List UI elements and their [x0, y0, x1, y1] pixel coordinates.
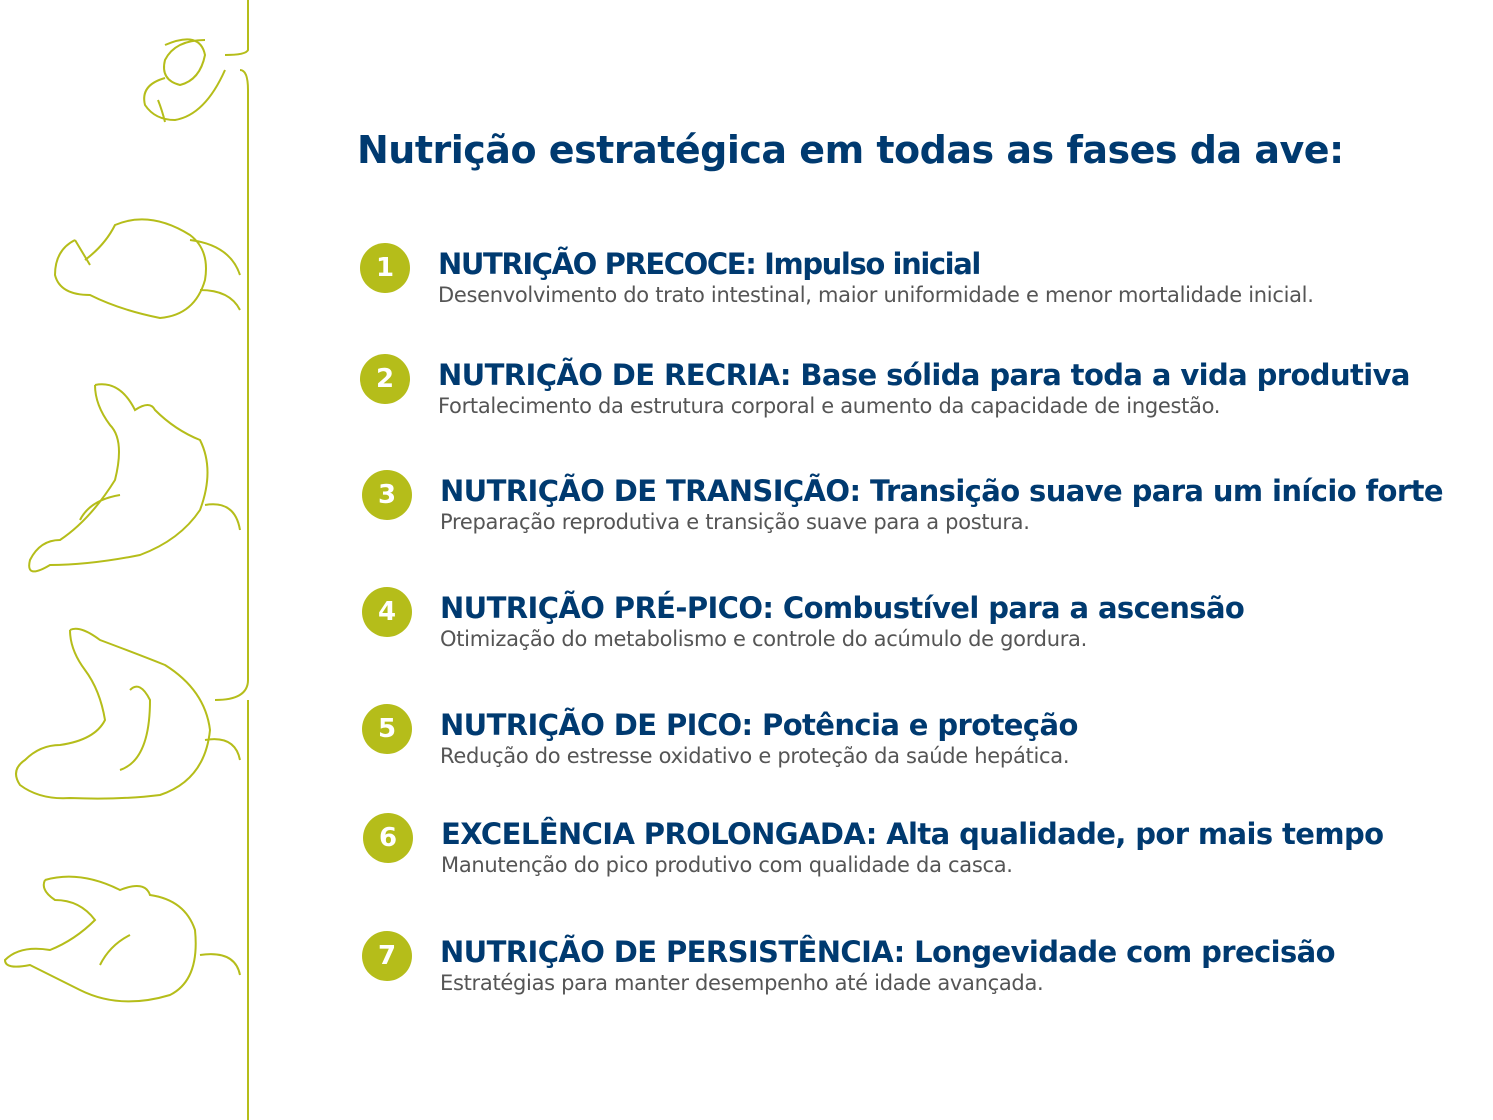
step-number-badge: 2 — [360, 354, 410, 404]
step-number-badge: 6 — [363, 813, 413, 863]
phase-heading: EXCELÊNCIA PROLONGADA: Alta qualidade, p… — [441, 817, 1384, 851]
phase-item-4: 4 NUTRIÇÃO PRÉ-PICO: Combustível para a … — [362, 587, 1493, 657]
phase-item-5: 5 NUTRIÇÃO DE PICO: Potência e proteção … — [362, 704, 1493, 774]
phase-item-3: 3 NUTRIÇÃO DE TRANSIÇÃO: Transição suave… — [362, 470, 1493, 540]
phase-heading: NUTRIÇÃO PRÉ-PICO: Combustível para a as… — [440, 591, 1245, 625]
phase-description: Estratégias para manter desempenho até i… — [440, 971, 1044, 995]
vertical-line — [214, 0, 249, 1120]
pullet-icon — [28, 383, 241, 573]
phase-description: Preparação reprodutiva e transição suave… — [440, 510, 1030, 534]
phase-item-2: 2 NUTRIÇÃO DE RECRIA: Base sólida para t… — [360, 354, 1493, 424]
step-number-badge: 4 — [362, 587, 412, 637]
phase-heading: NUTRIÇÃO DE RECRIA: Base sólida para tod… — [438, 358, 1410, 392]
page-title: Nutrição estratégica em todas as fases d… — [357, 128, 1344, 172]
phase-item-7: 7 NUTRIÇÃO DE PERSISTÊNCIA: Longevidade … — [362, 931, 1493, 1001]
phase-item-1: 1 NUTRIÇÃO PRECOCE: Impulso inicial Dese… — [360, 243, 1493, 313]
phase-heading: NUTRIÇÃO DE TRANSIÇÃO: Transição suave p… — [440, 474, 1444, 508]
step-number-badge: 7 — [362, 931, 412, 981]
laying-hen-icon — [15, 627, 241, 800]
phase-item-6: 6 EXCELÊNCIA PROLONGADA: Alta qualidade,… — [363, 813, 1493, 883]
phase-description: Desenvolvimento do trato intestinal, mai… — [438, 283, 1314, 307]
phase-heading: NUTRIÇÃO DE PERSISTÊNCIA: Longevidade co… — [440, 935, 1336, 969]
phase-description: Otimização do metabolismo e controle do … — [440, 627, 1087, 651]
phase-heading: NUTRIÇÃO DE PICO: Potência e proteção — [440, 708, 1078, 742]
phase-description: Manutenção do pico produtivo com qualida… — [441, 853, 1013, 877]
phase-description: Redução do estresse oxidativo e proteção… — [440, 744, 1070, 768]
step-number-badge: 1 — [360, 243, 410, 293]
chick-icon — [143, 38, 226, 123]
bird-line-art-illustration — [3, 0, 249, 1120]
phase-description: Fortalecimento da estrutura corporal e a… — [438, 394, 1221, 418]
step-number-badge: 5 — [362, 704, 412, 754]
step-number-badge: 3 — [362, 470, 412, 520]
mature-hen-icon — [3, 875, 241, 1003]
young-hen-icon — [53, 218, 241, 320]
phase-heading: NUTRIÇÃO PRECOCE: Impulso inicial — [438, 247, 981, 281]
